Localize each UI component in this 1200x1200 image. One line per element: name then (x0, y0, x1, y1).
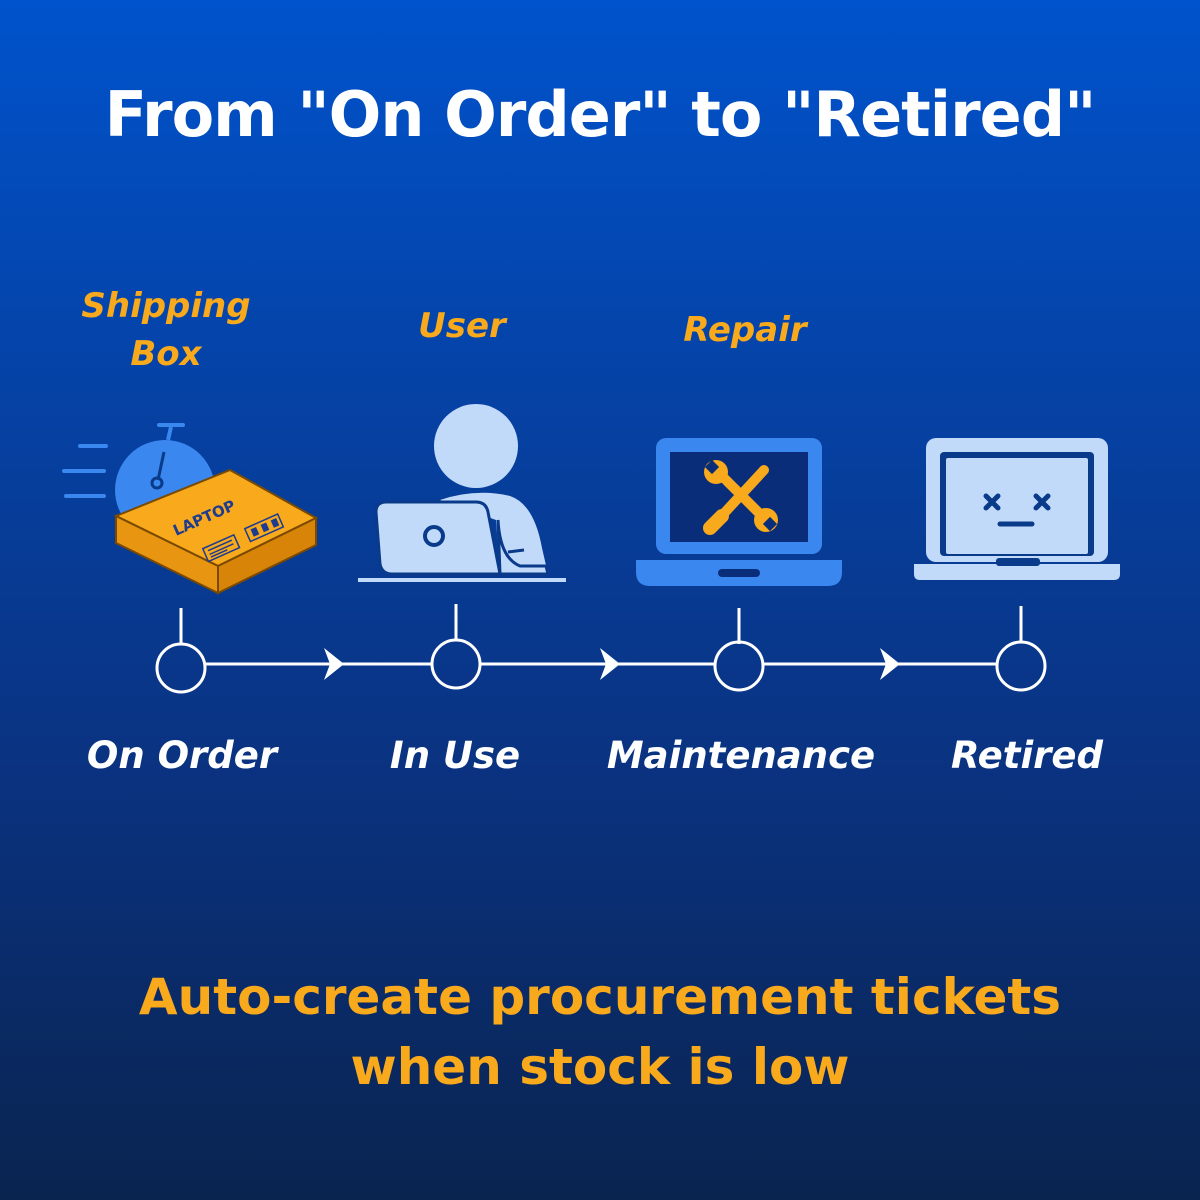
arrow-3-icon (880, 648, 900, 680)
arrow-1-icon (324, 648, 344, 680)
arrow-2-icon (600, 648, 620, 680)
caption-repair: Repair (683, 310, 807, 350)
wrench-screwdriver-icon (703, 459, 778, 535)
node-on-order (155, 642, 207, 694)
repair-laptop-icon (636, 438, 842, 586)
timeline-arrows (324, 648, 900, 680)
node-in-use (430, 638, 482, 690)
dead-face-icon (983, 493, 1051, 527)
stage-on-order: On Order (86, 734, 278, 777)
node-maintenance (713, 640, 765, 692)
broken-laptop-icon (914, 438, 1120, 580)
stage-maintenance: Maintenance (606, 734, 876, 777)
user-laptop-icon (358, 404, 566, 582)
stage-retired: Retired (951, 734, 1103, 777)
stage-in-use: In Use (389, 734, 521, 777)
fragile-icon (243, 513, 285, 543)
page-title: From "On Order" to "Retired" (104, 78, 1097, 151)
timeline (155, 604, 1047, 694)
barcode-icon (201, 533, 241, 563)
node-retired (995, 640, 1047, 692)
footer-message: Auto-create procurement tickets when sto… (138, 968, 1062, 1096)
caption-user: User (418, 306, 506, 346)
shipping-box-icon: LAPTOP (62, 423, 319, 595)
